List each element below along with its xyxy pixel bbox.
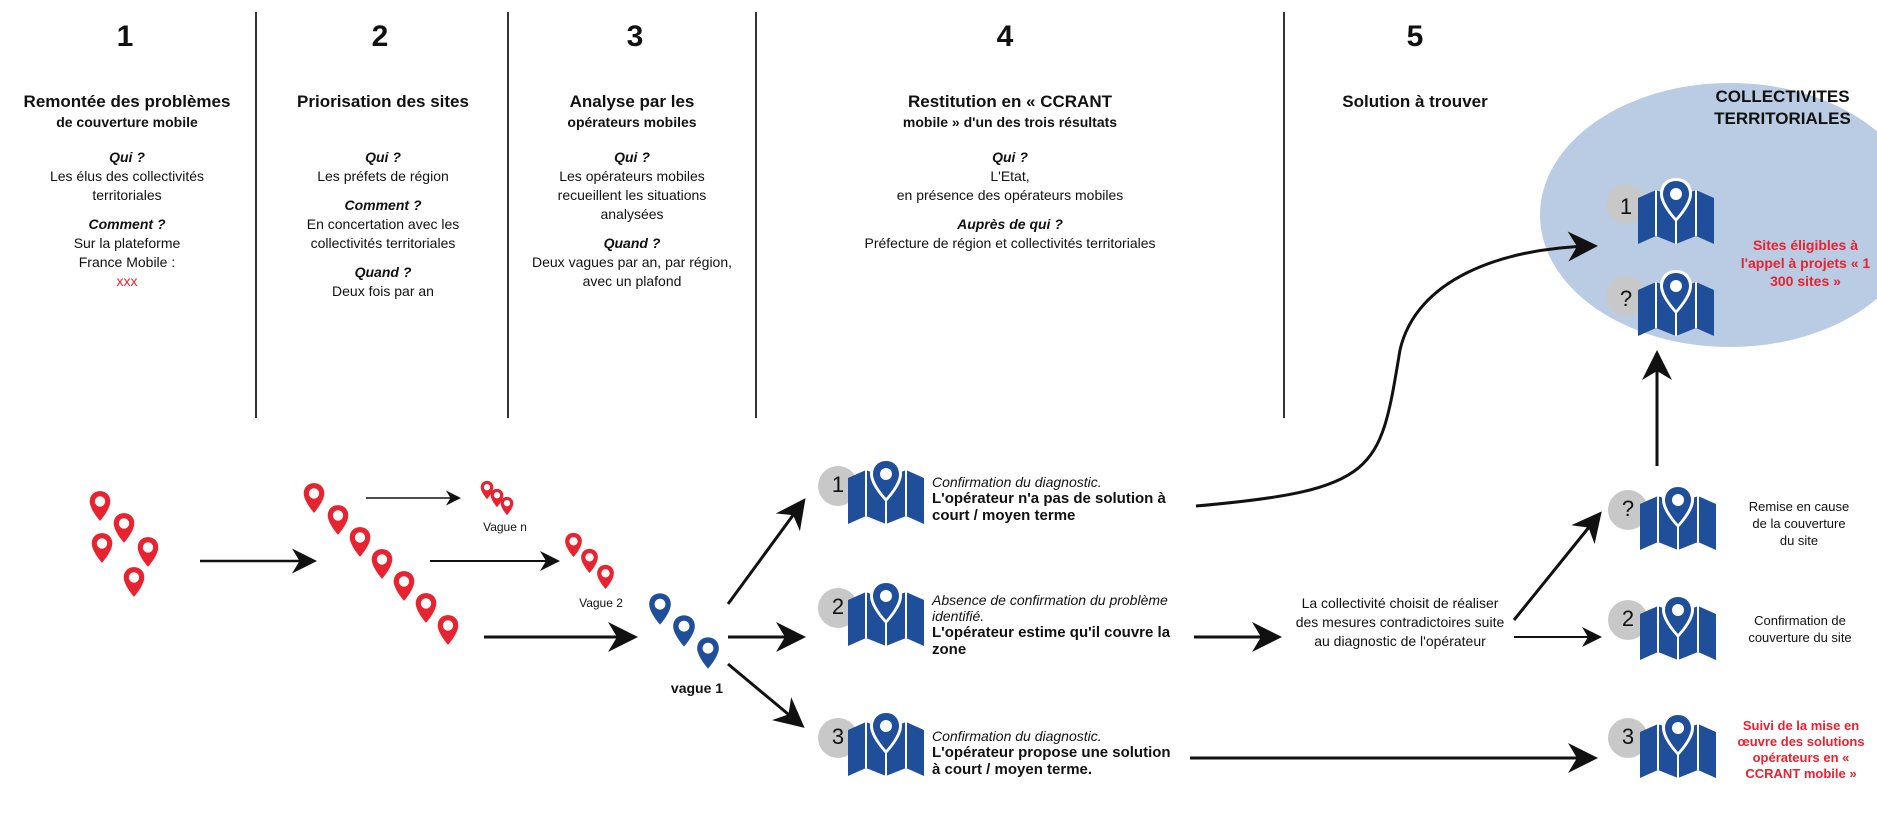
column-3-subtitle: opérateurs mobiles <box>567 114 697 130</box>
column-2-q2: Comment ? <box>344 197 422 213</box>
vague-2-pins <box>565 532 614 590</box>
column-1-a1: Les élus des collectivités territoriales <box>49 168 205 203</box>
step-1-number: 1 <box>116 20 134 53</box>
vague-2-label: Vague 2 <box>579 596 623 610</box>
vague-n-pins <box>480 480 514 516</box>
choice-text: La collectivité choisit de réaliser des … <box>1295 595 1505 649</box>
column-4-title: Restitution en « CCRANT <box>908 92 1112 111</box>
column-1-a2: Sur la plateforme France Mobile : <box>73 235 181 270</box>
result-2-badge: 2 <box>831 594 845 619</box>
reported-sites-pins <box>89 491 159 597</box>
column-2-a2: En concertation avec les collectivités t… <box>306 216 460 251</box>
vague-1-label: vague 1 <box>670 680 724 696</box>
result-3-text: Confirmation du diagnostic. L'opérateur … <box>932 728 1172 778</box>
outcome-1-badge: ? <box>1621 496 1635 521</box>
result-2-bold: L'opérateur estime qu'il couvre la zone <box>932 624 1171 658</box>
column-5: Solution à trouver <box>1300 92 1530 112</box>
column-1: Remontée des problèmes de couverture mobi… <box>2 92 252 291</box>
outcome-3-badge: 3 <box>1621 724 1635 749</box>
column-5-title: Solution à trouver <box>1342 92 1488 111</box>
result-1-italic: Confirmation du diagnostic. <box>932 474 1102 490</box>
outcome-3-text: Suivi de la mise en œuvre des solutions … <box>1737 718 1865 781</box>
result-1-text: Confirmation du diagnostic. L'opérateur … <box>932 474 1192 524</box>
prioritized-sites-pins <box>303 483 459 645</box>
column-3-q2: Quand ? <box>603 235 661 251</box>
result-1-bold: L'opérateur n'a pas de solution à court … <box>932 490 1166 524</box>
column-1-title: Remontée des problèmes <box>23 92 231 111</box>
column-3-a1: Les opérateurs mobiles recueillent les s… <box>557 168 707 222</box>
result-3-italic: Confirmation du diagnostic. <box>932 728 1102 744</box>
vague-1-pins <box>649 593 719 669</box>
result-3-badge: 3 <box>831 724 845 749</box>
column-4-a1: L'Etat, <box>990 168 1030 184</box>
column-2-q3: Quand ? <box>354 264 412 280</box>
ellipse-badge-2: ? <box>1619 286 1633 311</box>
outcome-2-text: Confirmation de couverture du site <box>1748 613 1852 645</box>
column-4-q1: Qui ? <box>992 149 1028 165</box>
column-4-a1b: en présence des opérateurs mobiles <box>896 187 1124 203</box>
column-2-title: Priorisation des sites <box>297 92 469 111</box>
column-1-q2: Comment ? <box>88 216 166 232</box>
column-2-q1: Qui ? <box>365 149 401 165</box>
column-1-subtitle: de couverture mobile <box>56 114 198 130</box>
eligible-sites-text: Sites éligibles à l'appel à projets « 1 … <box>1740 237 1871 289</box>
column-3-q1: Qui ? <box>614 149 650 165</box>
result-3-bold: L'opérateur propose une solution à court… <box>932 744 1171 778</box>
column-2-a1: Les préfets de région <box>317 168 449 184</box>
result-2-italic: Absence de confirmation du problème iden… <box>932 592 1168 624</box>
vague-n-label: Vague n <box>483 520 527 534</box>
column-2: Priorisation des sites Qui ? Les préfets… <box>262 92 504 301</box>
column-3-title: Analyse par les <box>569 92 695 111</box>
ellipse-title: COLLECTIVITES TERRITORIALES <box>1714 87 1851 128</box>
column-4-subtitle: mobile » d'un des trois résultats <box>902 114 1118 130</box>
step-3-number: 3 <box>626 20 644 53</box>
column-4: Restitution en « CCRANT mobile » d'un des… <box>810 92 1210 253</box>
column-3-a2: Deux vagues par an, par région, avec un … <box>532 254 733 289</box>
result-2-text: Absence de confirmation du problème iden… <box>932 592 1197 658</box>
outcome-1-text: Remise en cause de la couverture du site <box>1748 499 1850 548</box>
column-1-q1: Qui ? <box>109 149 145 165</box>
step-2-number: 2 <box>371 20 389 53</box>
ellipse-badge-1: 1 <box>1619 194 1633 219</box>
column-4-q2: Auprès de qui ? <box>957 216 1063 232</box>
outcome-2-badge: 2 <box>1621 606 1635 631</box>
step-4-number: 4 <box>996 20 1014 53</box>
column-2-a3: Deux fois par an <box>332 283 434 299</box>
step-5-number: 5 <box>1406 20 1424 53</box>
column-4-a2: Préfecture de région et collectivités te… <box>864 235 1156 251</box>
platform-link[interactable]: xxx <box>116 273 138 289</box>
result-1-badge: 1 <box>831 472 845 497</box>
